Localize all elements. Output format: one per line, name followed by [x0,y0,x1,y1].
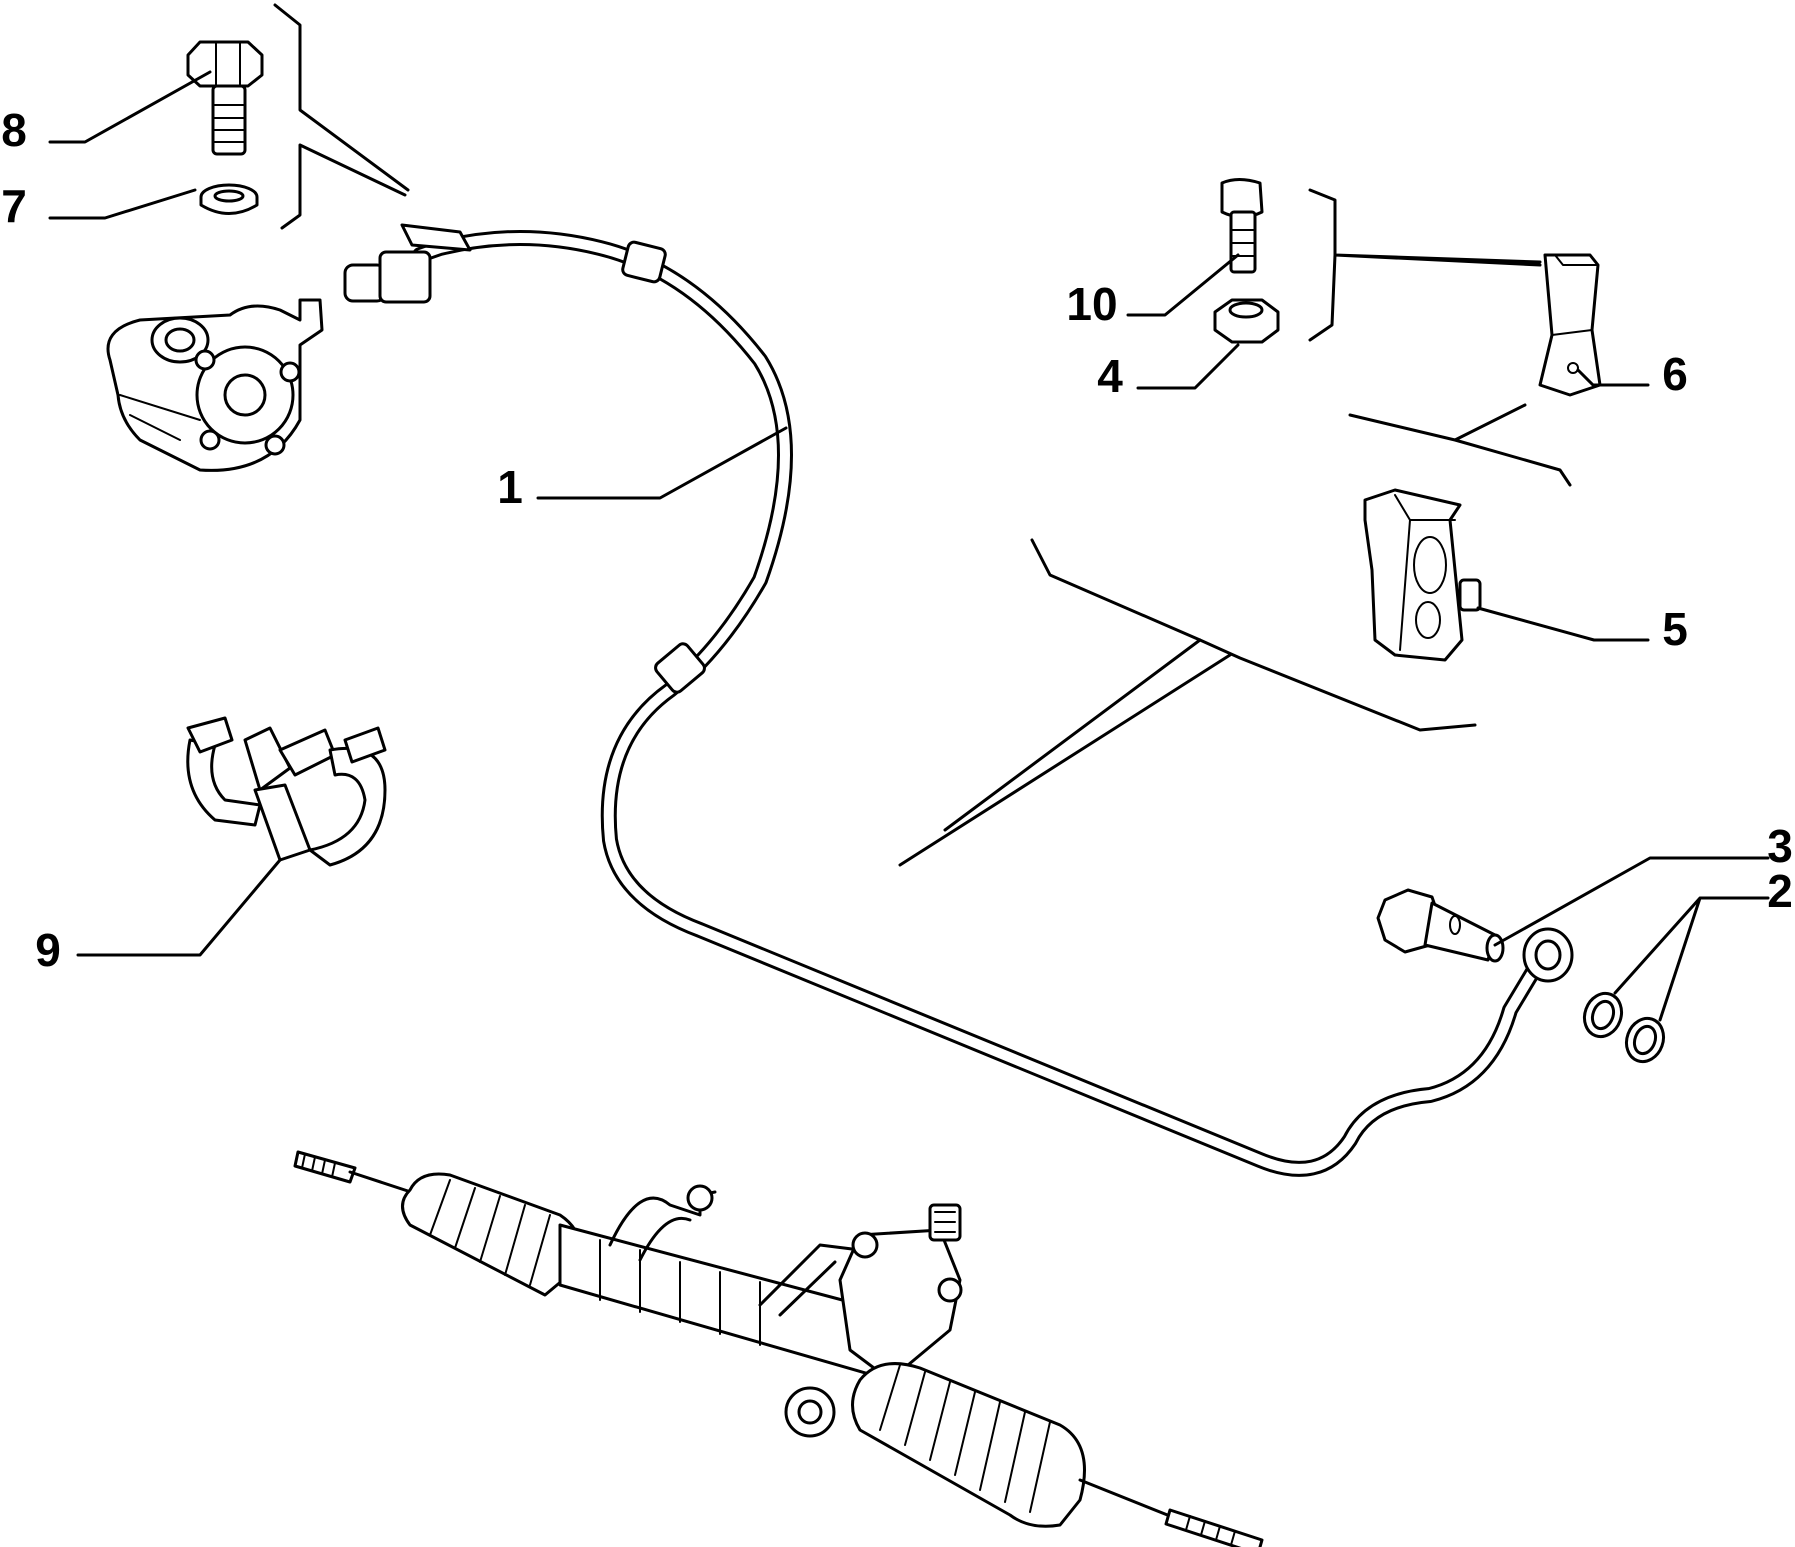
bracket-lines-5 [1348,403,1572,487]
sealing-washers-2 [1582,991,1666,1064]
leader-4 [1136,343,1240,390]
callout-9: 9 [35,924,61,976]
bracket-lines-10-4-6 [1308,188,1542,342]
callout-3: 3 [1767,820,1793,872]
nut-4 [1213,298,1280,344]
leader-7 [48,188,197,220]
hose-clip-9 [186,716,387,867]
leader-5 [1476,606,1650,642]
banjo-bolt-3 [1376,888,1505,963]
callout-1: 1 [497,461,523,513]
washer-7 [199,183,259,215]
bolt-8 [186,40,264,156]
callout-4: 4 [1097,350,1123,402]
leader-1 [536,426,788,500]
callout-8: 8 [1,104,27,156]
callout-7: 7 [1,180,27,232]
mount-block-5 [1363,488,1482,662]
reference-lines-center [898,538,1477,867]
callout-5: 5 [1662,603,1688,655]
callout-2: 2 [1767,865,1793,917]
leader-9 [76,858,282,957]
pressure-hose-1 [343,223,1574,1177]
callout-6: 6 [1662,348,1688,400]
bracket-6 [1538,253,1602,397]
leader-2 [1613,896,1770,1022]
leader-3 [1493,856,1770,947]
leader-10 [1126,253,1240,317]
leader-8 [48,70,212,144]
leader-lines [48,70,1770,1022]
bolt-10 [1220,178,1264,274]
power-steering-pump [106,298,324,472]
bracket-lines-7-8 [273,3,410,230]
leader-6 [1576,368,1650,387]
steering-rack [293,1150,1264,1547]
callout-10: 10 [1066,278,1117,330]
